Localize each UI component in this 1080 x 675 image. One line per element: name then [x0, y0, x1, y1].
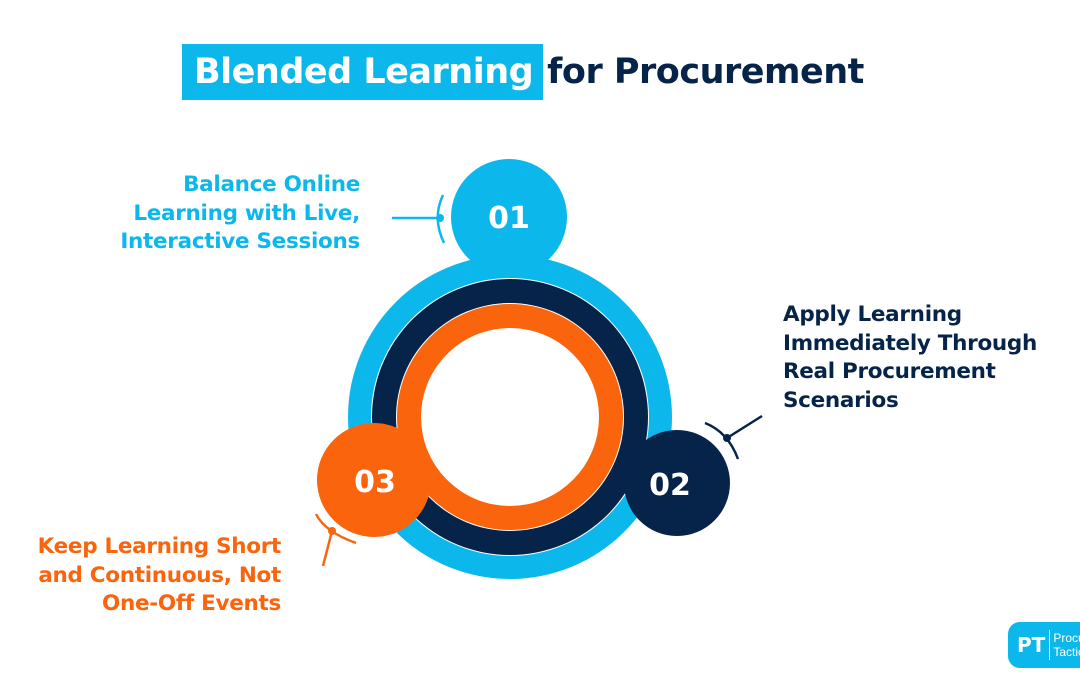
step-number: 02	[649, 468, 691, 503]
page-title: Blended Learning for Procurement	[182, 44, 864, 100]
logo-line: Procurement	[1053, 631, 1080, 645]
logo-mark: PT	[1017, 633, 1046, 657]
step-02-label: Apply Learning Immediately Through Real …	[783, 301, 1037, 415]
label-line: and Continuous, Not	[38, 562, 281, 588]
label-line: Scenarios	[783, 387, 899, 413]
logo-line: Tactics	[1053, 645, 1080, 659]
center-hole	[421, 328, 599, 506]
logo-divider	[1049, 630, 1051, 660]
label-line: Interactive Sessions	[120, 229, 360, 254]
label-line: Balance Online	[183, 172, 360, 197]
connector-02	[704, 414, 763, 460]
label-line: Learning with Live,	[133, 200, 360, 226]
title-rest: for Procurement	[547, 52, 864, 92]
step-circle-02: 02	[624, 430, 730, 536]
label-line: Apply Learning	[783, 302, 962, 327]
step-03-label: Keep Learning Short and Continuous, Not …	[37, 533, 282, 619]
label-line: Real Procurement	[783, 359, 996, 384]
label-line: Keep Learning Short	[37, 534, 282, 559]
step-circle-03: 03	[317, 423, 431, 537]
brand-logo: PT Procurement Tactics	[1008, 622, 1080, 668]
step-number: 01	[488, 201, 530, 236]
step-circle-01: 01	[451, 159, 567, 275]
logo-text: Procurement Tactics	[1053, 631, 1080, 659]
title-highlight: Blended Learning	[182, 44, 544, 100]
label-line: One-Off Events	[101, 591, 281, 616]
connector-03	[314, 513, 357, 567]
label-line: Immediately Through	[783, 330, 1038, 356]
step-01-label: Balance Online Learning with Live, Inter…	[120, 171, 360, 257]
step-number: 03	[354, 465, 396, 500]
connector-01	[392, 194, 446, 244]
